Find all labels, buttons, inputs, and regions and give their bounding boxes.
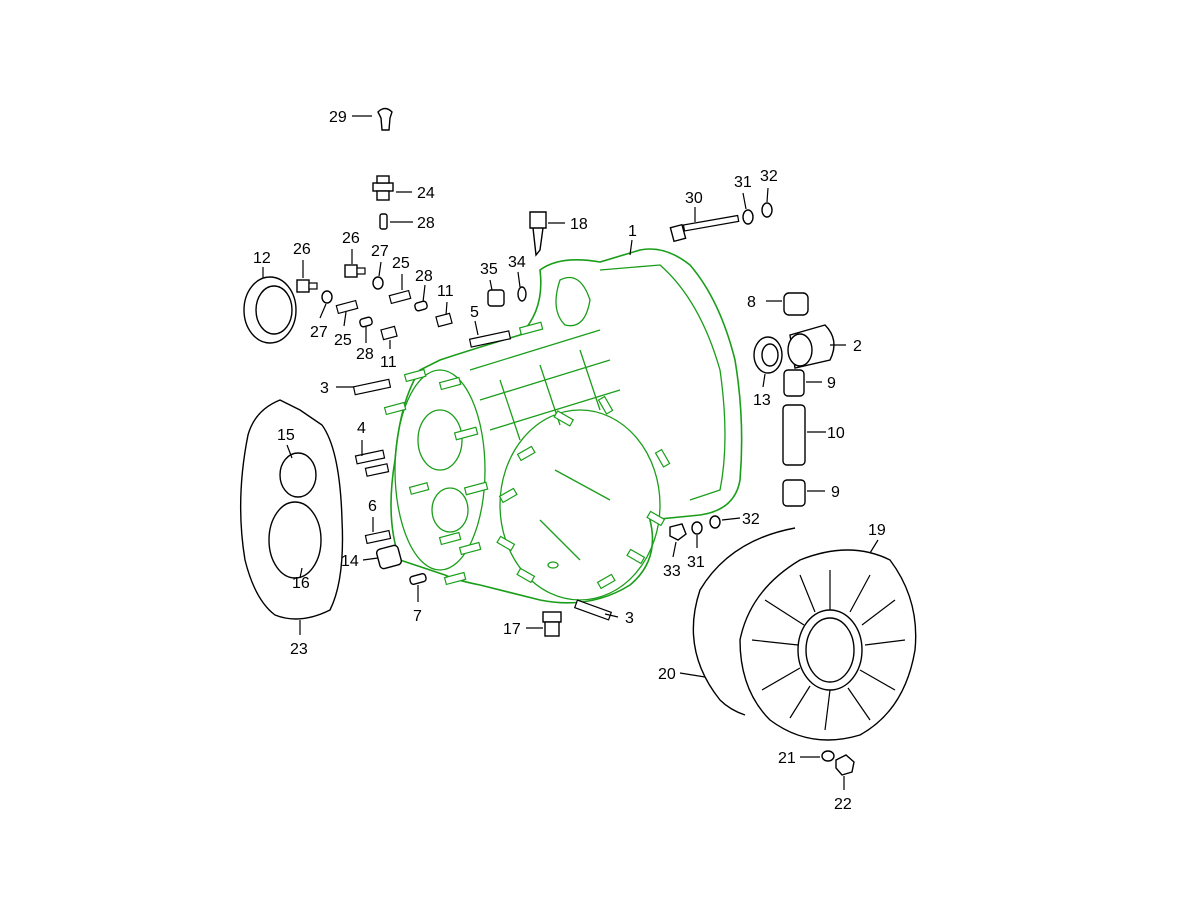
callout-8: 8 — [747, 294, 756, 311]
callout-labels: 29 24 28 18 1 30 31 32 12 26 26 27 25 28… — [253, 109, 886, 813]
callout-19: 19 — [868, 522, 886, 539]
callout-9: 9 — [831, 484, 840, 501]
snap-ring-16[interactable] — [268, 501, 322, 579]
callout-32: 32 — [760, 168, 778, 185]
callout-6: 6 — [368, 498, 377, 515]
callout-11: 11 — [380, 354, 397, 371]
callout-33: 33 — [663, 563, 681, 580]
gasket[interactable] — [239, 399, 344, 620]
callout-3: 3 — [320, 380, 329, 397]
callout-20: 20 — [658, 666, 676, 683]
callout-14: 14 — [341, 553, 359, 570]
leader-lines — [262, 115, 879, 790]
callout-26: 26 — [293, 241, 311, 258]
callout-28: 28 — [415, 268, 433, 285]
callout-11: 11 — [437, 283, 454, 300]
callout-4: 4 — [357, 420, 366, 437]
o-ring[interactable] — [692, 527, 796, 716]
loose-parts — [243, 107, 855, 776]
housing-studs — [383, 321, 671, 590]
callout-12: 12 — [253, 250, 271, 267]
callout-30: 30 — [685, 190, 703, 207]
callout-3: 3 — [625, 610, 634, 627]
callout-24: 24 — [417, 185, 435, 202]
callout-7: 7 — [413, 608, 422, 625]
callout-1: 1 — [628, 223, 637, 240]
snap-ring-15[interactable] — [279, 452, 317, 498]
callout-16: 16 — [292, 575, 310, 592]
cover-assembly[interactable] — [692, 527, 917, 741]
callout-17: 17 — [503, 621, 521, 638]
callout-9: 9 — [827, 375, 836, 392]
callout-32: 32 — [742, 511, 760, 528]
callout-18: 18 — [570, 216, 588, 233]
callout-2: 2 — [853, 338, 862, 355]
callout-28: 28 — [417, 215, 435, 232]
callout-27: 27 — [371, 243, 389, 260]
callout-34: 34 — [508, 254, 526, 271]
callout-35: 35 — [480, 261, 498, 278]
callout-31: 31 — [687, 554, 705, 571]
callout-21: 21 — [778, 750, 796, 767]
callout-25: 25 — [392, 255, 410, 272]
callout-25: 25 — [334, 332, 352, 349]
transmission-housing[interactable] — [390, 248, 743, 604]
callout-28: 28 — [356, 346, 374, 363]
callout-26: 26 — [342, 230, 360, 247]
callout-27: 27 — [310, 324, 328, 341]
callout-22: 22 — [834, 796, 852, 813]
callout-15: 15 — [277, 427, 295, 444]
callout-23: 23 — [290, 641, 308, 658]
callout-5: 5 — [470, 304, 479, 321]
callout-31: 31 — [734, 174, 752, 191]
callout-10: 10 — [827, 425, 845, 442]
callout-13: 13 — [753, 392, 771, 409]
callout-29: 29 — [329, 109, 347, 126]
